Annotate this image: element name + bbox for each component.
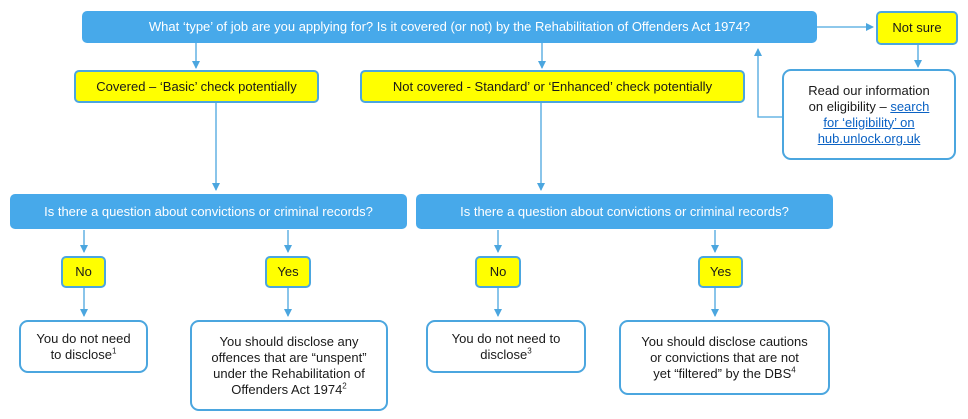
not-sure-text: Not sure	[892, 20, 942, 35]
eligibility-link-part-1[interactable]: search	[890, 98, 930, 114]
info-line-1: Read our information	[808, 82, 930, 98]
outcome-left-yes-line-4-text: Offenders Act 1974	[231, 381, 343, 397]
not-covered-box: Not covered - Standard’ or ‘Enhanced’ ch…	[360, 70, 745, 103]
outcome-right-no-line-1: You do not need to	[451, 330, 561, 346]
outcome-left-yes-line-2: offences that are “unspent”	[211, 349, 367, 365]
right-question-box: Is there a question about convictions or…	[416, 194, 833, 229]
eligibility-info-box: Read our information on eligibility – se…	[782, 69, 956, 160]
footnote-3: 3	[527, 346, 532, 356]
covered-box: Covered – ‘Basic’ check potentially	[74, 70, 319, 103]
outcome-left-no-line-2: to disclose1	[51, 347, 117, 363]
not-covered-text: Not covered - Standard’ or ‘Enhanced’ ch…	[392, 78, 713, 94]
arrow-info-to-top	[754, 48, 782, 118]
right-question-text: Is there a question about convictions or…	[460, 203, 789, 219]
footnote-1: 1	[111, 346, 117, 356]
outcome-right-yes-line-2: or convictions that are not	[650, 349, 799, 365]
left-no-box: No	[61, 256, 106, 288]
outcome-left-yes-line-4: Offenders Act 19742	[231, 382, 347, 398]
footnote-2: 2	[342, 381, 347, 391]
not-sure-box: Not sure	[876, 11, 958, 45]
outcome-right-yes-line-3-text: yet “filtered” by the DBS	[653, 365, 792, 381]
outcome-left-yes-line-1: You should disclose any	[219, 333, 359, 349]
top-question-box: What ‘type’ of job are you applying for?…	[82, 11, 817, 43]
left-question-box: Is there a question about convictions or…	[10, 194, 407, 229]
outcome-left-yes-line-3: under the Rehabilitation of	[213, 365, 365, 381]
right-no-text: No	[489, 264, 507, 279]
right-no-box: No	[475, 256, 521, 288]
left-no-text: No	[75, 264, 92, 279]
info-line-2-prefix: on eligibility –	[808, 98, 891, 114]
outcome-right-yes-line-3: yet “filtered” by the DBS4	[653, 366, 795, 382]
eligibility-link-part-2[interactable]: for ‘eligibility’ on	[823, 114, 915, 130]
outcome-right-no-line-2-text: disclose	[480, 346, 528, 362]
outcome-left-no: You do not need to disclose1	[19, 320, 148, 373]
right-yes-box: Yes	[698, 256, 743, 288]
right-yes-text: Yes	[709, 264, 732, 279]
top-question-text: What ‘type’ of job are you applying for?…	[148, 19, 751, 34]
outcome-left-no-line-2-text: to disclose	[50, 346, 112, 362]
left-question-text: Is there a question about convictions or…	[44, 203, 373, 219]
eligibility-link-part-3[interactable]: hub.unlock.org.uk	[817, 130, 921, 146]
outcome-left-yes: You should disclose any offences that ar…	[190, 320, 388, 411]
outcome-left-no-line-1: You do not need	[36, 330, 131, 346]
outcome-right-yes-line-1: You should disclose cautions	[641, 333, 808, 349]
outcome-right-yes: You should disclose cautions or convicti…	[619, 320, 830, 395]
info-line-2: on eligibility – search	[809, 99, 930, 115]
left-yes-box: Yes	[265, 256, 311, 288]
outcome-right-no: You do not need to disclose3	[426, 320, 586, 373]
covered-text: Covered – ‘Basic’ check potentially	[96, 78, 297, 94]
left-yes-text: Yes	[277, 264, 299, 279]
footnote-4: 4	[791, 365, 796, 375]
outcome-right-no-line-2: disclose3	[480, 347, 531, 363]
